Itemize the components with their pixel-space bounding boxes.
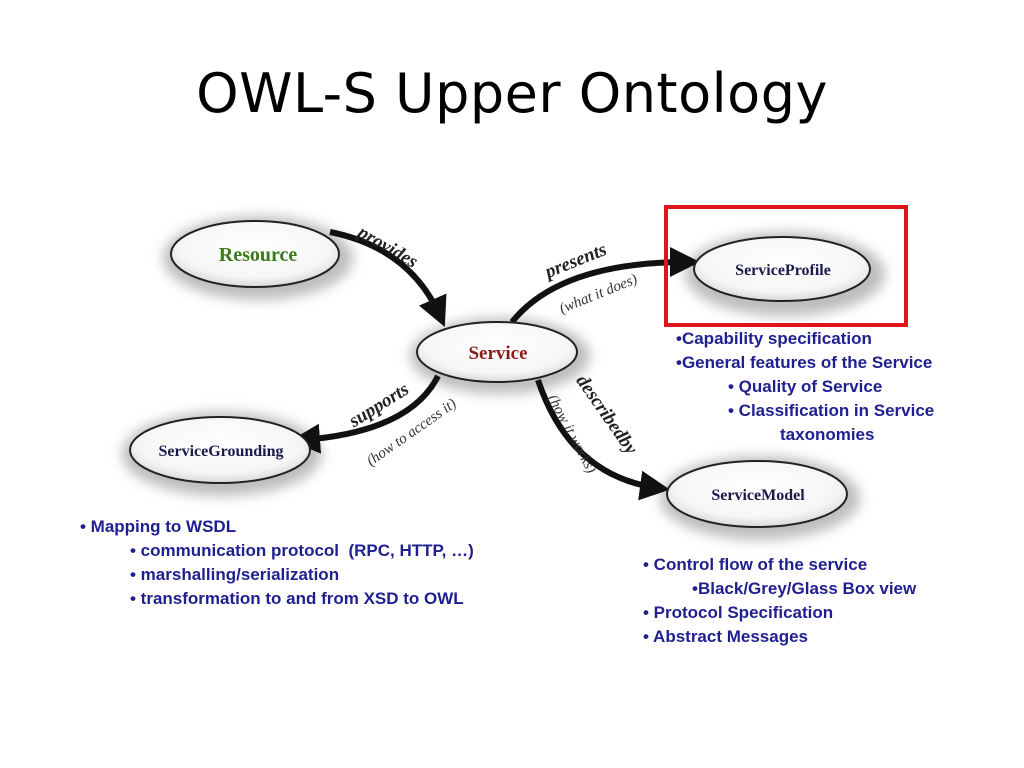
node-service-grounding: ServiceGrounding [129, 416, 311, 484]
profile-note-item: •Capability specification [676, 329, 872, 348]
edge-describedby [535, 379, 670, 501]
node-service-model: ServiceModel [666, 460, 848, 528]
grounding-note-item: • communication protocol (RPC, HTTP, …) [130, 541, 474, 560]
node-model-label: ServiceModel [711, 487, 805, 504]
edge-provides [329, 229, 447, 327]
node-service: Service [416, 321, 578, 383]
edge-presents [509, 247, 700, 324]
grounding-note-item: • Mapping to WSDL [80, 517, 237, 536]
model-notes: • Control flow of the service •Black/Gre… [643, 553, 916, 649]
model-note-item: • Protocol Specification [643, 603, 834, 622]
profile-note-item: • Quality of Service [728, 377, 883, 396]
grounding-note-item: • transformation to and from XSD to OWL [130, 589, 464, 608]
profile-note-item: taxonomies [780, 425, 875, 444]
highlight-box [664, 205, 908, 327]
node-resource-label: Resource [219, 244, 298, 266]
node-service-profile: ServiceProfile [693, 236, 871, 302]
grounding-note-item: • marshalling/serialization [130, 565, 340, 584]
edge-label-provides: provides [352, 221, 421, 273]
node-profile-label: ServiceProfile [735, 262, 831, 279]
edge-supports [290, 374, 441, 454]
model-note-item: •Black/Grey/Glass Box view [692, 579, 917, 598]
node-service-label: Service [468, 343, 527, 364]
model-note-item: • Abstract Messages [643, 627, 809, 646]
profile-note-item: •General features of the Service [676, 353, 933, 372]
grounding-notes: • Mapping to WSDL • communication protoc… [80, 515, 474, 611]
node-grounding-label: ServiceGrounding [158, 443, 283, 460]
profile-notes: •Capability specification •General featu… [672, 327, 934, 447]
slide-title: OWL-S Upper Ontology [196, 62, 828, 125]
node-resource: Resource [170, 220, 340, 288]
profile-note-item: • Classification in Service [728, 401, 935, 420]
model-note-item: • Control flow of the service [643, 555, 868, 574]
